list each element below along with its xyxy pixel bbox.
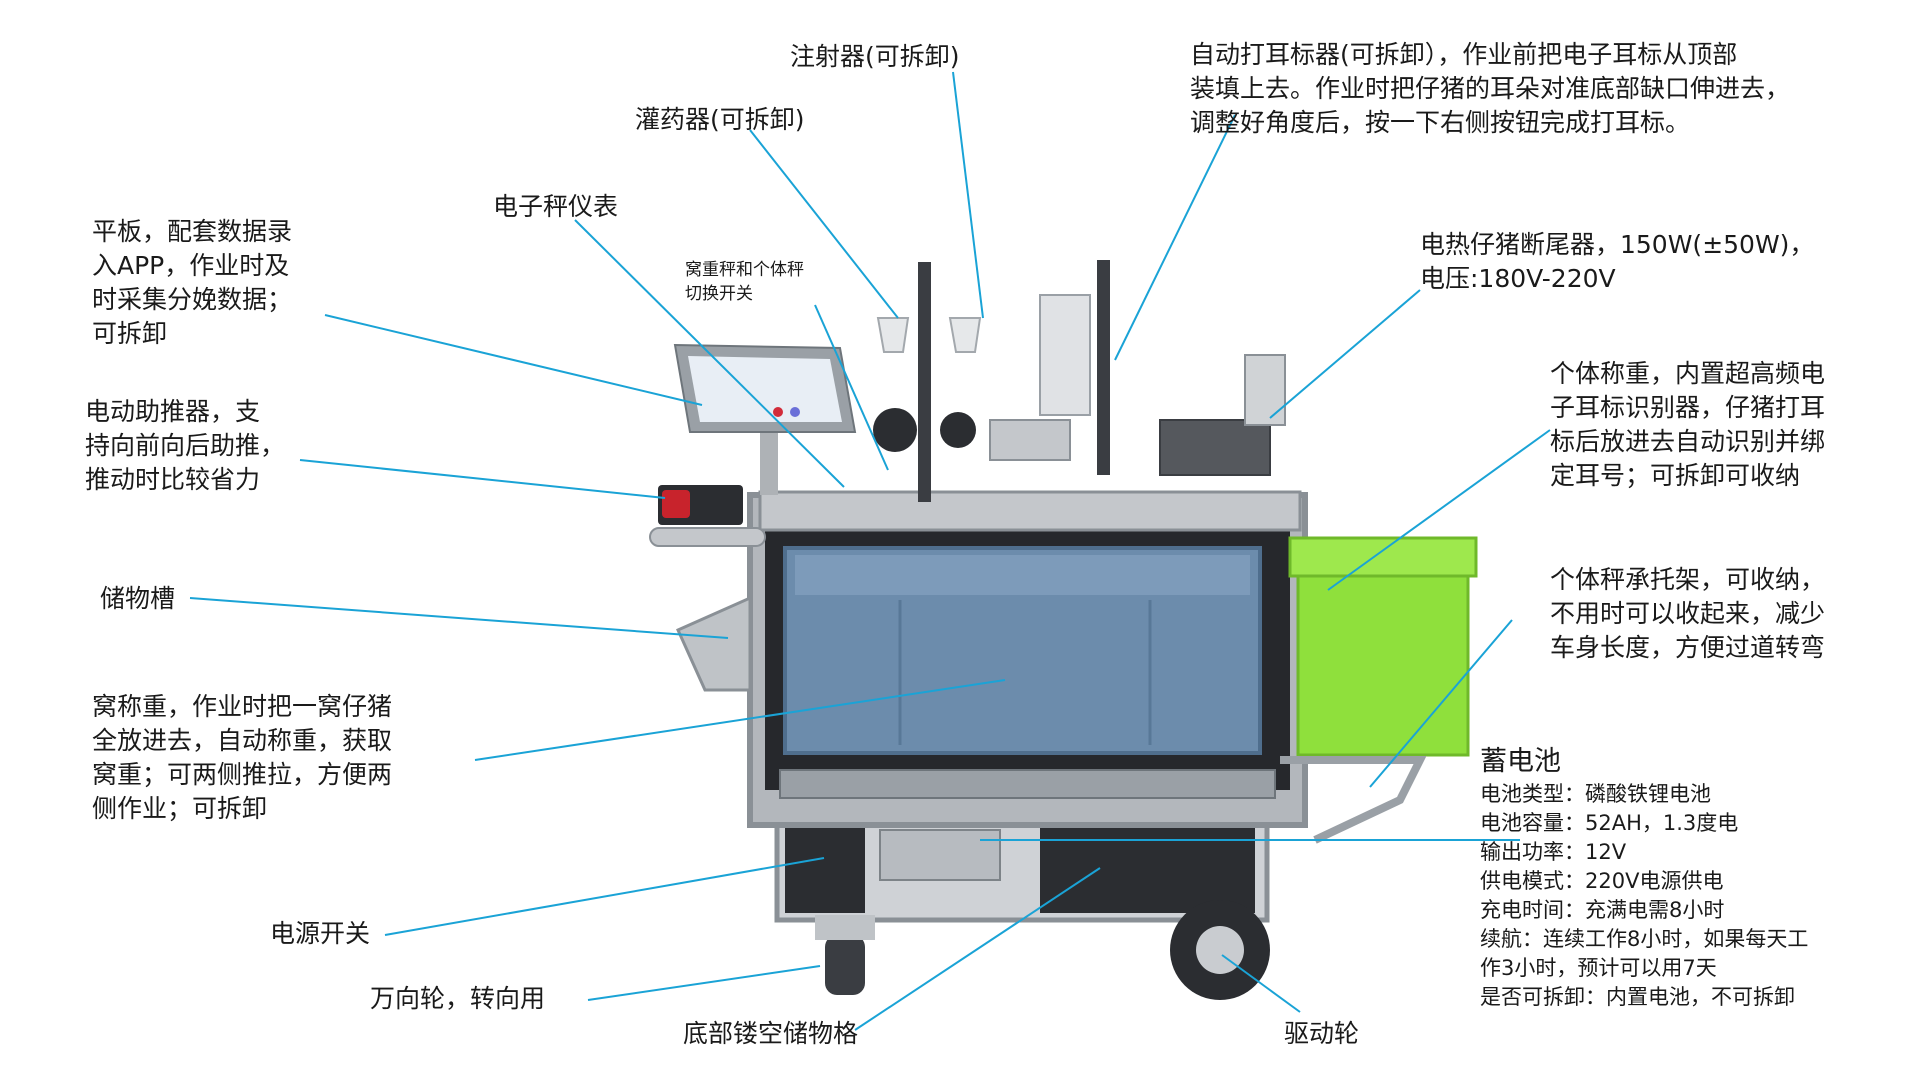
label-scale-meter: 电子秤仪表	[493, 192, 619, 221]
label-power-switch: 电源开关	[270, 919, 371, 948]
label-tail-docker: 电热仔猪断尾器，150W(±50W)， 电压:180V-220V	[1420, 230, 1815, 293]
individual-weigh-bin	[1296, 543, 1470, 757]
leader-tray-holder	[1369, 619, 1513, 788]
leader-caster	[587, 965, 821, 1001]
leader-tail-docker	[1269, 289, 1421, 419]
tablet-post	[760, 425, 778, 495]
leader-tablet	[324, 314, 703, 406]
drencher-pole	[918, 262, 931, 502]
leader-assist-push	[299, 459, 666, 499]
push-handle	[649, 527, 766, 547]
label-switch: 窝重秤和个体秤 切换开关	[685, 260, 804, 304]
control-panel	[879, 829, 1001, 881]
label-litter-weigh: 窝称重，作业时把一窝仔猪 全放进去，自动称重，获取 窝重；可两侧推拉，方便两 侧…	[92, 692, 393, 823]
battery-spec-row: 续航：连续工作8小时，如果每天工	[1480, 927, 1809, 951]
label-tablet: 平板，配套数据录 入APP，作业时及 时采集分娩数据； 可拆卸	[92, 217, 293, 348]
leader-switch	[814, 304, 889, 471]
tray-holder	[1280, 756, 1427, 844]
battery-title: 蓄电池	[1480, 746, 1561, 777]
tablet-screen	[688, 356, 842, 422]
leader-bottom-storage	[854, 867, 1101, 1031]
drencher-pump	[873, 408, 917, 452]
leader-drive-wheel	[1221, 954, 1301, 1013]
label-individual-weigh: 个体称重，内置超高频电 子耳标识别器，仔猪打耳 标后放进去自动识别并绑 定耳号；…	[1550, 359, 1826, 490]
battery-spec-row: 充电时间：充满电需8小时	[1480, 898, 1725, 922]
caster-wheel	[825, 935, 865, 995]
battery-spec-row: 作3小时，预计可以用7天	[1480, 956, 1717, 980]
battery-spec-row: 是否可拆卸：内置电池，不可拆卸	[1480, 985, 1795, 1009]
label-bottom-storage: 底部镂空储物格	[683, 1019, 859, 1048]
battery-spec-row: 输出功率：12V	[1480, 840, 1627, 864]
leader-power-switch	[384, 857, 825, 936]
leader-litter-weigh	[474, 679, 1006, 761]
leader-individual-weigh	[1327, 429, 1551, 591]
label-assist-push: 电动助推器，支 持向前向后助推， 推动时比较省力	[85, 397, 286, 494]
power-bay	[785, 818, 865, 913]
label-tray-holder: 个体秤承托架，可收纳， 不用时可以收起来，减少 车身长度，方便过道转弯	[1550, 565, 1826, 662]
top-rail	[758, 490, 1302, 532]
tail-docker	[1159, 419, 1271, 476]
label-drive-wheel: 驱动轮	[1284, 1019, 1360, 1048]
ear-tagger	[1039, 294, 1091, 416]
storage-tray	[676, 595, 752, 692]
battery-spec-row: 供电模式：220V电源供电	[1480, 869, 1724, 893]
leader-storage-tray	[189, 597, 729, 639]
battery-spec-row: 电池类型：磷酸铁锂电池	[1480, 782, 1711, 806]
drencher-bottle	[876, 317, 910, 353]
label-ear-tagger: 自动打耳标器(可拆卸），作业前把电子耳标从顶部 装填上去。作业时把仔猪的耳朵对准…	[1190, 40, 1791, 137]
bottom-storage-compartment	[1040, 818, 1255, 913]
leader-drencher	[749, 129, 899, 319]
leader-injector	[952, 71, 984, 319]
injector-bottle	[948, 317, 982, 353]
leader-ear-tagger	[1114, 114, 1236, 361]
assist-red-button	[662, 490, 690, 518]
battery-spec-row: 电池容量：52AH，1.3度电	[1480, 811, 1739, 835]
leader-lines	[189, 71, 1551, 1031]
label-storage-tray: 储物槽	[100, 584, 176, 613]
tagger-pole	[1097, 260, 1110, 475]
slide-rollers	[779, 769, 1276, 799]
label-drencher: 灌药器(可拆卸)	[635, 105, 805, 134]
leader-scale-meter	[574, 219, 845, 488]
crate-rim	[795, 555, 1250, 595]
battery-spec-block: 蓄电池 电池类型：磷酸铁锂电池 电池容量：52AH，1.3度电 输出功率：12V…	[1480, 744, 1808, 1012]
label-caster: 万向轮，转向用	[370, 984, 546, 1013]
label-injector: 注射器(可拆卸)	[790, 42, 960, 71]
